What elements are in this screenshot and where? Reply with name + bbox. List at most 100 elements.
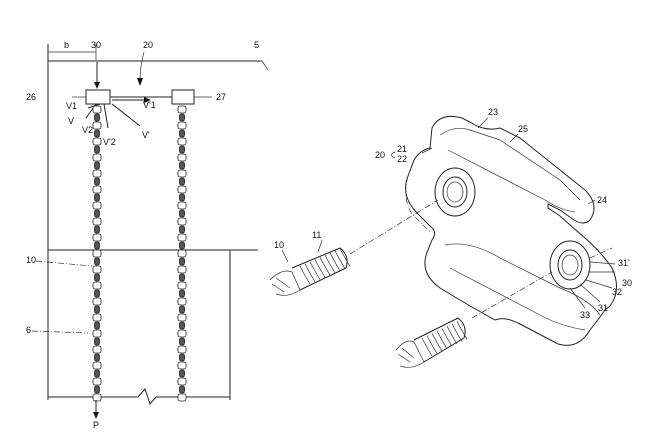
label-27: 27 bbox=[216, 92, 226, 102]
leader-31p bbox=[589, 261, 616, 265]
chain-link bbox=[92, 137, 102, 146]
label-26: 26 bbox=[26, 92, 36, 102]
plate-slot-lower bbox=[449, 267, 586, 331]
leader-33 bbox=[569, 287, 586, 309]
thread-ridge bbox=[441, 328, 453, 347]
chain-link bbox=[94, 225, 100, 234]
leader-10-right bbox=[281, 249, 289, 263]
thread-ridge bbox=[456, 321, 468, 340]
vector-v2p bbox=[103, 103, 109, 129]
thread-ridge bbox=[451, 323, 463, 342]
chain-link bbox=[94, 129, 100, 138]
chain-link bbox=[179, 305, 185, 314]
chain-link bbox=[92, 329, 102, 338]
chain-link bbox=[177, 265, 187, 274]
chain-link bbox=[94, 193, 100, 202]
bottom-break-line bbox=[48, 388, 230, 405]
chain-link bbox=[179, 113, 185, 122]
chain-link bbox=[179, 273, 185, 282]
axis-lower bbox=[471, 271, 553, 319]
chain-link bbox=[179, 161, 185, 170]
thread-ridge bbox=[436, 330, 448, 349]
chain-link bbox=[92, 377, 102, 386]
label-p: P bbox=[93, 420, 99, 430]
chain-link bbox=[92, 201, 102, 210]
arrow-20 bbox=[139, 51, 145, 83]
thread-ridge bbox=[324, 254, 336, 274]
leader-32 bbox=[585, 279, 613, 289]
nut-lower-inner bbox=[557, 249, 583, 281]
thread-ridge bbox=[309, 261, 321, 280]
leader-11 bbox=[317, 239, 323, 253]
chain-link bbox=[177, 329, 187, 338]
chain-link bbox=[92, 313, 102, 322]
chain-link bbox=[94, 145, 100, 154]
chain-link bbox=[92, 265, 102, 274]
label-23: 23 bbox=[488, 107, 498, 117]
nut-lower-outer bbox=[549, 240, 591, 290]
plate-hidden-edge bbox=[405, 175, 431, 233]
bracket-plate bbox=[405, 115, 617, 346]
chain-link bbox=[94, 369, 100, 378]
label-20-right: 20 bbox=[375, 150, 385, 160]
left-figure: b 30 20 5 26 27 V1 V'1 V V2 V'2 V' 10 6 … bbox=[26, 40, 269, 430]
thread-ridge bbox=[299, 265, 311, 285]
chain-link bbox=[177, 201, 187, 210]
leader-31 bbox=[579, 283, 601, 303]
leader-10 bbox=[35, 260, 93, 267]
chain-link bbox=[177, 137, 187, 146]
chain-link bbox=[179, 321, 185, 330]
chain-link bbox=[179, 337, 185, 346]
chain-link bbox=[179, 145, 185, 154]
label-20-left: 20 bbox=[143, 40, 153, 50]
block-26 bbox=[85, 89, 111, 105]
nut-lower-thread bbox=[561, 254, 579, 276]
chain-link bbox=[179, 129, 185, 138]
chain-link bbox=[177, 297, 187, 306]
thread-ridge bbox=[329, 252, 341, 271]
chain-link bbox=[92, 153, 102, 162]
chain-link bbox=[94, 209, 100, 218]
chain-link bbox=[92, 393, 102, 402]
chain-link bbox=[94, 113, 100, 122]
chain-link bbox=[92, 249, 102, 258]
leader-25 bbox=[509, 133, 519, 143]
chain-link bbox=[94, 385, 100, 394]
thread-ridge bbox=[426, 335, 438, 354]
chain-link bbox=[92, 361, 102, 370]
leader-21 bbox=[421, 147, 433, 154]
chain-link bbox=[92, 121, 102, 130]
chain-link bbox=[94, 257, 100, 266]
axis-lower-ext bbox=[589, 247, 613, 259]
chain-link bbox=[179, 257, 185, 266]
chain-link bbox=[179, 209, 185, 218]
thread-ridge bbox=[431, 333, 443, 352]
chain-link bbox=[177, 185, 187, 194]
label-v1: V1 bbox=[66, 101, 77, 111]
chain-link bbox=[177, 105, 187, 114]
label-21: 21 bbox=[397, 144, 407, 154]
chain-link bbox=[94, 161, 100, 170]
brace-20 bbox=[391, 151, 396, 159]
label-24: 24 bbox=[597, 195, 607, 205]
chain-link bbox=[179, 385, 185, 394]
leader-5 bbox=[261, 60, 269, 71]
chain-link bbox=[177, 393, 187, 402]
leader-24 bbox=[587, 199, 596, 205]
label-30-right: 30 bbox=[622, 278, 632, 288]
label-v2: V2 bbox=[82, 125, 93, 135]
chain-link bbox=[94, 241, 100, 250]
leader-6 bbox=[31, 330, 89, 334]
thread-ridge bbox=[319, 257, 331, 276]
label-v2p: V'2 bbox=[103, 137, 116, 147]
plate-edge-lower bbox=[444, 243, 601, 316]
chain-link bbox=[179, 289, 185, 298]
right-figure: 23 25 21 22 20 24 11 10 31' 30 32 31 33 bbox=[269, 107, 632, 368]
plate-slot-upper bbox=[447, 149, 576, 213]
chain-column-left bbox=[92, 105, 102, 402]
chain-link bbox=[92, 217, 102, 226]
leader-23 bbox=[477, 117, 489, 129]
nut-upper-thread bbox=[446, 181, 464, 203]
